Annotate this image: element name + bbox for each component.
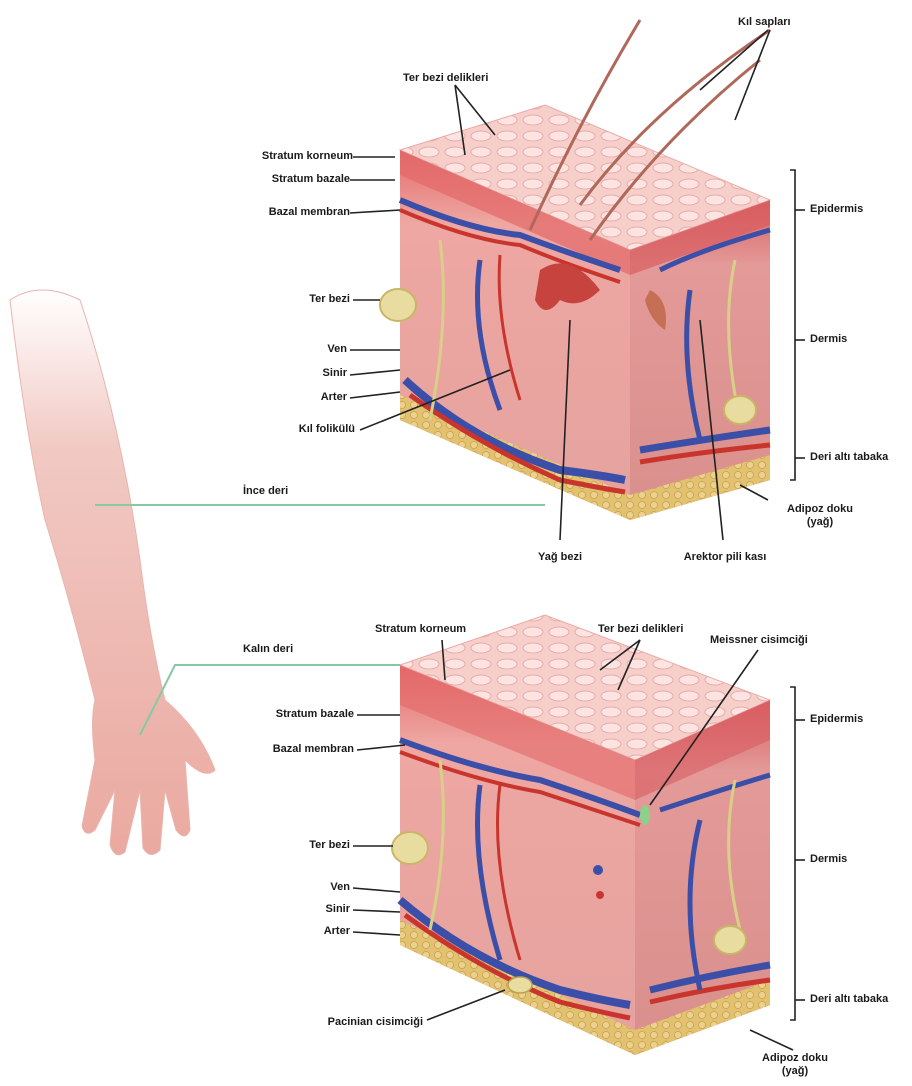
label-bottom-sweat-pores: Ter bezi delikleri <box>598 623 683 636</box>
label-bottom-nerve: Sinir <box>290 903 350 916</box>
label-meissner: Meissner cisimciği <box>710 634 808 647</box>
label-top-stratum-corneum: Stratum korneum <box>245 150 353 163</box>
label-top-artery: Arter <box>290 391 347 404</box>
label-bottom-stratum-basale: Stratum bazale <box>250 708 354 721</box>
bottom-skin-block <box>392 615 770 1055</box>
label-bottom-sweat-gland: Ter bezi <box>270 839 350 852</box>
label-bottom-basal-membrane: Bazal membran <box>250 743 354 756</box>
label-top-epidermis: Epidermis <box>810 203 863 216</box>
label-thick-skin: Kalın deri <box>243 643 293 656</box>
label-bottom-subcutaneous: Deri altı tabaka <box>810 993 888 1006</box>
top-skin-block <box>380 20 770 520</box>
label-bottom-dermis: Dermis <box>810 853 847 866</box>
label-top-dermis: Dermis <box>810 333 847 346</box>
label-bottom-adipose: Adipoz doku (yağ) <box>740 1052 850 1078</box>
label-hairy-skin: İnce deri <box>243 485 288 498</box>
label-top-stratum-basale: Stratum bazale <box>245 173 350 186</box>
label-pacinian: Pacinian cisimciği <box>290 1016 423 1029</box>
label-hair-shafts: Kıl sapları <box>738 16 791 29</box>
label-bottom-epidermis: Epidermis <box>810 713 863 726</box>
label-bottom-artery: Arter <box>290 925 350 938</box>
label-top-sweat-gland: Ter bezi <box>270 293 350 306</box>
label-bottom-vein: Ven <box>290 881 350 894</box>
label-hair-follicle: Kıl folikülü <box>260 423 355 436</box>
label-bottom-stratum-corneum: Stratum korneum <box>375 623 466 636</box>
label-top-sweat-pores: Ter bezi delikleri <box>403 72 488 85</box>
label-top-vein: Ven <box>290 343 347 356</box>
label-sebaceous-gland: Yağ bezi <box>520 551 600 564</box>
label-top-basal-membrane: Bazal membran <box>245 206 350 219</box>
label-arrector-pili: Arektor pili kası <box>670 551 780 564</box>
label-top-adipose: Adipoz doku (yağ) <box>765 503 875 529</box>
arm-illustration <box>10 290 215 855</box>
label-top-subcutaneous: Deri altı tabaka <box>810 451 888 464</box>
label-top-nerve: Sinir <box>290 367 347 380</box>
